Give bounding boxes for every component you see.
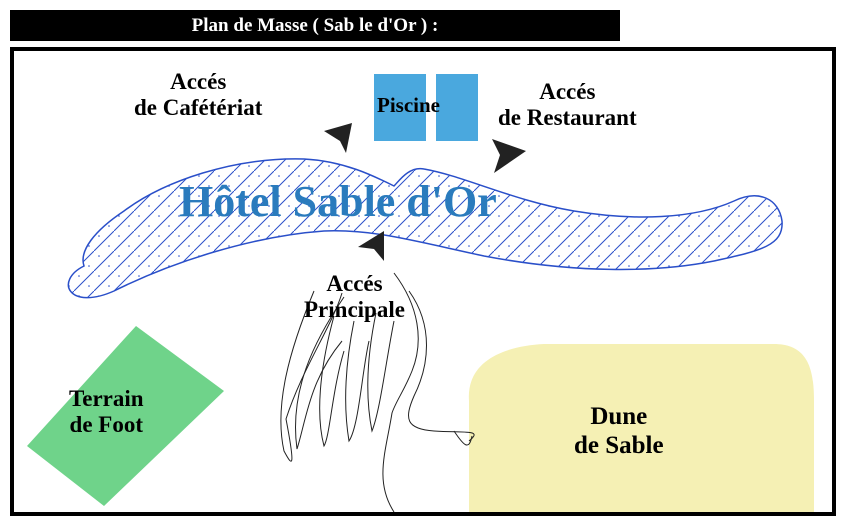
hotel-name: Hôtel Sable d'Or	[179, 177, 497, 226]
acces-restaurant-line2: de Restaurant	[498, 105, 637, 131]
acces-cafeteriat-label: Accés de Cafétériat	[134, 69, 262, 122]
terrain-de-foot-label: Terrain de Foot	[69, 386, 144, 439]
hotel-footprint	[67, 158, 783, 299]
terrain-line2: de Foot	[69, 412, 143, 438]
acces-principale-arrow-icon	[358, 231, 384, 261]
acces-restaurant-label: Accés de Restaurant	[498, 79, 637, 132]
page-title: Plan de Masse ( Sab le d'Or ) :	[10, 10, 620, 41]
piscine-pool-right	[436, 74, 478, 141]
fork-outline	[280, 272, 475, 512]
acces-restaurant-line1: Accés	[539, 79, 596, 104]
dune-de-sable-label: Dune de Sable	[574, 403, 664, 461]
dune-line2: de Sable	[574, 431, 664, 459]
terrain-line1: Terrain	[69, 386, 144, 411]
piscine-label: Piscine	[377, 93, 440, 117]
site-plan-drawing	[27, 74, 814, 512]
site-plan: Hôtel Sable d'Or Accés de Cafétériat Pis…	[10, 47, 836, 516]
acces-restaurant-arrow-icon	[492, 139, 526, 173]
acces-principale-line2: Principale	[304, 297, 405, 323]
terrain-de-foot-area	[27, 326, 224, 506]
acces-cafeteriat-arrow-icon	[324, 123, 352, 153]
acces-principale-line1: Accés	[326, 271, 383, 296]
acces-principale-label: Accés Principale	[304, 271, 405, 324]
piscine-pool-left	[374, 74, 426, 141]
acces-cafeteriat-line2: de Cafétériat	[134, 95, 263, 121]
acces-cafeteriat-line1: Accés	[170, 69, 227, 94]
dune-de-sable-area	[468, 344, 814, 512]
dune-line1: Dune	[590, 403, 648, 430]
